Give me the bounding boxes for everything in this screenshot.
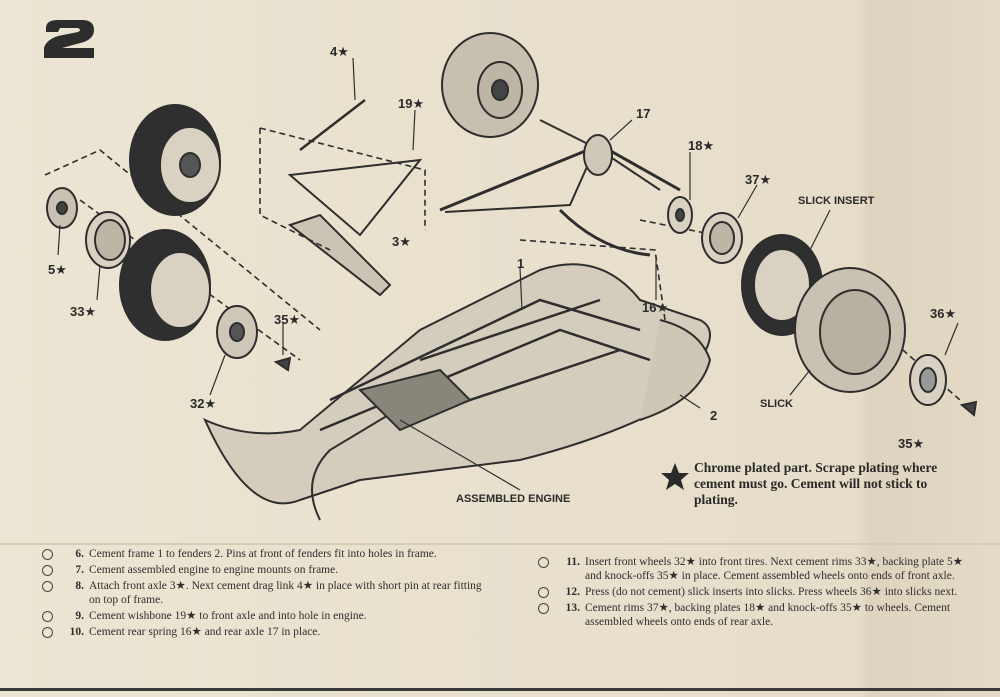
backing-plate [46, 187, 78, 229]
label-part-3: 3★ [392, 234, 411, 249]
exploded-assembly-diagram [44, 32, 978, 521]
knock-off-rear [959, 400, 978, 417]
fender-body [203, 263, 711, 505]
instruction-9: 9. Cement wishbone 19★ to front axle and… [42, 609, 482, 623]
label-part-35-rear: 35★ [898, 436, 925, 451]
instructions-right: 11. Insert front wheels 32★ into front t… [538, 555, 968, 629]
instruction-number: 9. [75, 610, 84, 622]
label-part-17: 17 [636, 106, 651, 121]
knock-off-front [273, 356, 292, 372]
label-part-4: 4★ [330, 44, 349, 59]
label-part-35-front: 35★ [274, 312, 301, 327]
label-part-1: 1 [517, 256, 525, 271]
backing-plate-rear [667, 196, 693, 234]
instruction-text: Cement frame 1 to fenders 2. Pins at fro… [89, 548, 437, 560]
instruction-text: Attach front axle 3★. Next cement drag l… [89, 580, 482, 606]
instruction-number: 6. [75, 548, 84, 560]
instruction-text: Cement rims 37★, backing plates 18★ and … [585, 602, 951, 628]
instruction-text: Press (do not cement) slick inserts into… [585, 586, 958, 598]
checkbox-8[interactable] [42, 581, 53, 592]
rear-wheel [909, 354, 947, 406]
page-bottom-edge [0, 688, 1000, 691]
label-part-36: 36★ [930, 306, 957, 321]
instruction-number: 12. [565, 586, 580, 598]
wishbone [287, 158, 423, 237]
instruction-number: 7. [75, 564, 84, 576]
star-icon [661, 463, 689, 490]
rear-tire-top [441, 32, 539, 138]
assembled-engine [358, 368, 472, 432]
instruction-7: 7. Cement assembled engine to engine mou… [42, 563, 482, 577]
checkbox-6[interactable] [42, 549, 53, 560]
label-assembled-engine: ASSEMBLED ENGINE [456, 493, 571, 505]
instruction-6: 6. Cement frame 1 to fenders 2. Pins at … [42, 547, 482, 561]
instruction-number: 11. [566, 556, 580, 568]
front-axle [287, 213, 392, 297]
instruction-10: 10. Cement rear spring 16★ and rear axle… [42, 625, 482, 639]
label-part-32: 32★ [190, 396, 217, 411]
instruction-text: Cement rear spring 16★ and rear axle 17 … [89, 626, 321, 638]
chrome-note-text: Chrome plated part. Scrape plating where… [694, 460, 938, 507]
instruction-text: Cement assembled engine to engine mounts… [89, 564, 339, 576]
label-part-19: 19★ [398, 96, 425, 111]
slick [794, 267, 906, 393]
instruction-8: 8. Attach front axle 3★. Next cement dra… [42, 579, 482, 607]
fold-line [0, 543, 1000, 545]
label-part-2: 2 [710, 408, 718, 423]
instruction-number: 13. [565, 602, 580, 614]
instruction-number: 8. [75, 580, 84, 592]
drag-link [299, 99, 366, 151]
instruction-text: Cement wishbone 19★ to front axle and in… [89, 610, 367, 622]
instructions-left: 6. Cement frame 1 to fenders 2. Pins at … [42, 547, 482, 639]
checkbox-9[interactable] [42, 611, 53, 622]
rear-axle [439, 119, 681, 213]
step-number-graphic [44, 20, 94, 58]
instruction-13: 13. Cement rims 37★, backing plates 18★ … [538, 601, 968, 629]
checkbox-13[interactable] [538, 603, 549, 614]
label-slick: SLICK [760, 398, 793, 410]
label-part-37: 37★ [745, 172, 772, 187]
front-wheel [216, 305, 258, 359]
label-part-33: 33★ [70, 304, 97, 319]
label-part-5: 5★ [48, 262, 67, 277]
rear-rim [701, 212, 743, 264]
checkbox-10[interactable] [42, 627, 53, 638]
instruction-12: 12. Press (do not cement) slick inserts … [538, 585, 968, 599]
label-part-16: 16★ [642, 300, 669, 315]
checkbox-7[interactable] [42, 565, 53, 576]
checkbox-11[interactable] [538, 557, 549, 568]
instruction-number: 10. [69, 626, 84, 638]
label-slick-insert: SLICK INSERT [798, 195, 875, 207]
instruction-text: Insert front wheels 32★ into front tires… [585, 556, 964, 582]
checkbox-12[interactable] [538, 587, 549, 598]
front-rim [85, 211, 131, 269]
label-part-18: 18★ [688, 138, 715, 153]
front-tire-top [129, 104, 221, 216]
front-tire-bottom [119, 229, 211, 341]
rear-spring [558, 208, 651, 257]
instruction-11: 11. Insert front wheels 32★ into front t… [538, 555, 968, 583]
